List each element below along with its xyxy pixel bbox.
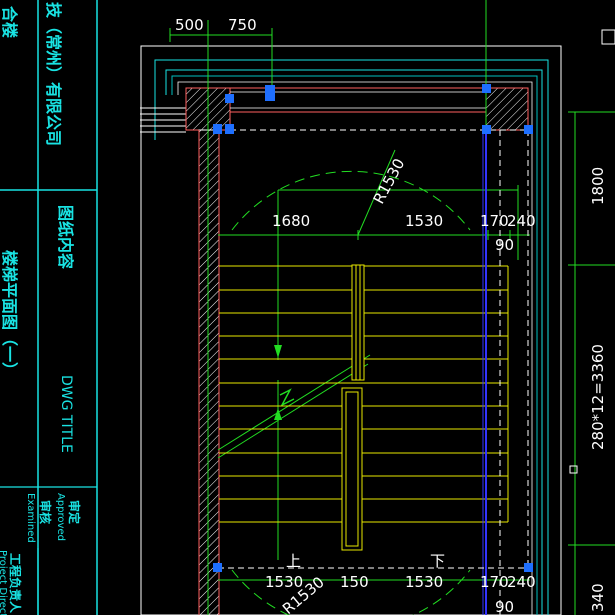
project-name: 合楼	[0, 6, 19, 38]
outer-boundaries	[140, 45, 562, 615]
down-mark: 下	[430, 552, 445, 570]
direction-arrows	[274, 345, 282, 420]
dim-90-a: 90	[495, 236, 514, 254]
blue-column	[482, 130, 487, 615]
break-symbol	[279, 388, 295, 407]
dim-750: 750	[228, 16, 257, 34]
dim-240-b: 240	[507, 573, 536, 591]
dim-170-a: 170	[480, 212, 509, 230]
stair-well	[341, 264, 365, 551]
dim-150: 150	[340, 573, 369, 591]
dim-90-b: 90	[495, 598, 514, 615]
dwg-title-label: DWG TITLE	[58, 375, 74, 453]
dim-1530-b: 1530	[265, 573, 303, 591]
drawing-content-value: 楼梯平面图（一）	[0, 250, 19, 378]
project-director-en: Project Director	[0, 550, 8, 615]
dim-1680: 1680	[272, 212, 310, 230]
project-director-cn: 工程负责人	[8, 553, 23, 614]
examined-cn: 审核	[38, 500, 53, 524]
dim-1800: 1800	[589, 167, 607, 205]
grips[interactable]	[213, 84, 533, 572]
walls	[185, 87, 529, 615]
company-name: 技（常州）有限公司	[44, 2, 63, 146]
examined-en: Examined	[25, 493, 36, 543]
dim-240-a: 240	[507, 212, 536, 230]
drawing-content-label: 图纸内容	[56, 205, 75, 269]
dim-500: 500	[175, 16, 204, 34]
dim-riser-total: 280*12=3360	[589, 344, 607, 450]
dim-radius-top: R1530	[370, 156, 409, 207]
approved-en: Approved	[55, 493, 66, 541]
approved-cn: 审定	[67, 500, 82, 524]
dim-1530-c: 1530	[405, 573, 443, 591]
view-cube-icon[interactable]	[601, 29, 615, 45]
up-mark: 上	[286, 552, 301, 570]
dim-340: 340	[589, 583, 607, 612]
title-block: 技（常州）有限公司 合楼 图纸内容 楼梯平面图（一） DWG TITLE 审定 …	[0, 0, 98, 615]
dim-1530-a: 1530	[405, 212, 443, 230]
dashed-boundary	[218, 129, 529, 615]
cursor-pickbox	[569, 465, 578, 474]
dim-170-b: 170	[480, 573, 509, 591]
